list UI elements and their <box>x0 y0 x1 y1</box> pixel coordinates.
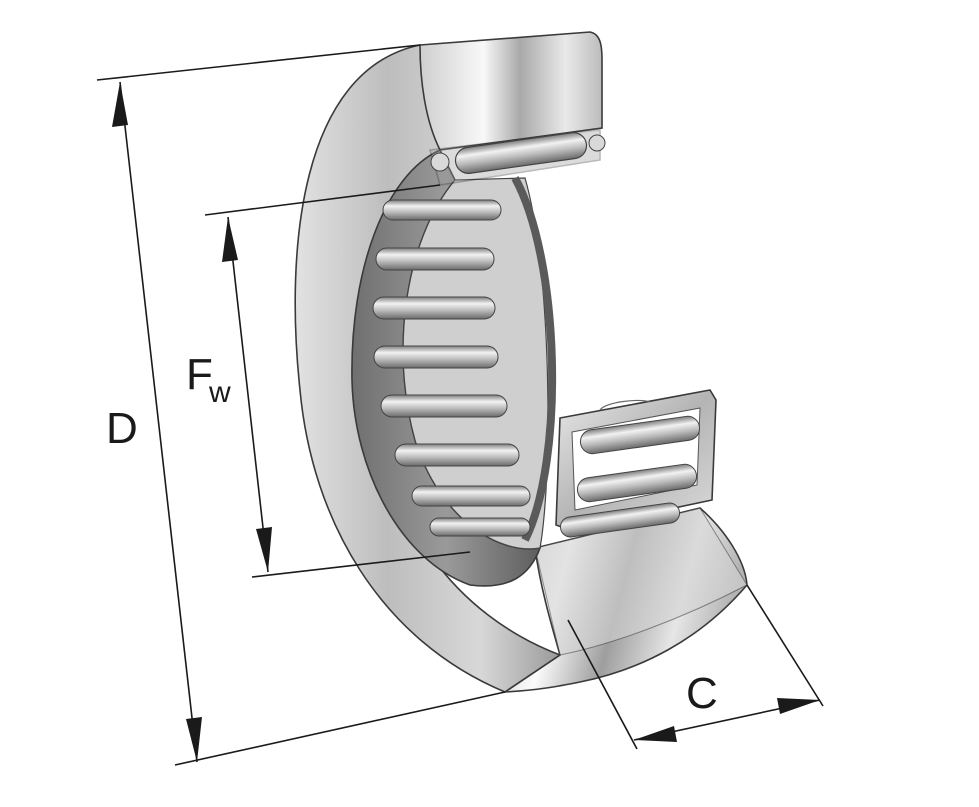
arrow-head-icon <box>112 82 128 127</box>
label-C: C <box>686 669 718 718</box>
needle-roller <box>382 199 502 221</box>
arrow-head-icon <box>222 217 238 262</box>
arrow-head-icon <box>777 698 820 714</box>
needle-rollers <box>372 199 531 537</box>
arrow-head-icon <box>634 726 677 742</box>
needle-roller <box>429 517 531 537</box>
cage <box>555 389 717 538</box>
label-Fw: F <box>186 350 213 399</box>
needle-roller <box>380 394 508 418</box>
needle-roller <box>373 345 499 369</box>
needle-roller <box>394 443 520 467</box>
label-Fw-subscript: w <box>208 376 231 409</box>
arrow-head-icon <box>186 717 202 762</box>
needle-roller <box>411 485 531 507</box>
dimension-D: D <box>96 44 506 766</box>
needle-roller <box>372 296 496 320</box>
dimension-Fw: F w <box>186 184 471 578</box>
outer-ring <box>294 31 748 693</box>
label-D: D <box>106 404 138 453</box>
needle-roller-top <box>428 129 606 186</box>
needle-roller <box>375 247 495 271</box>
dimension-C: C <box>567 584 824 750</box>
arrow-head-icon <box>256 527 272 572</box>
